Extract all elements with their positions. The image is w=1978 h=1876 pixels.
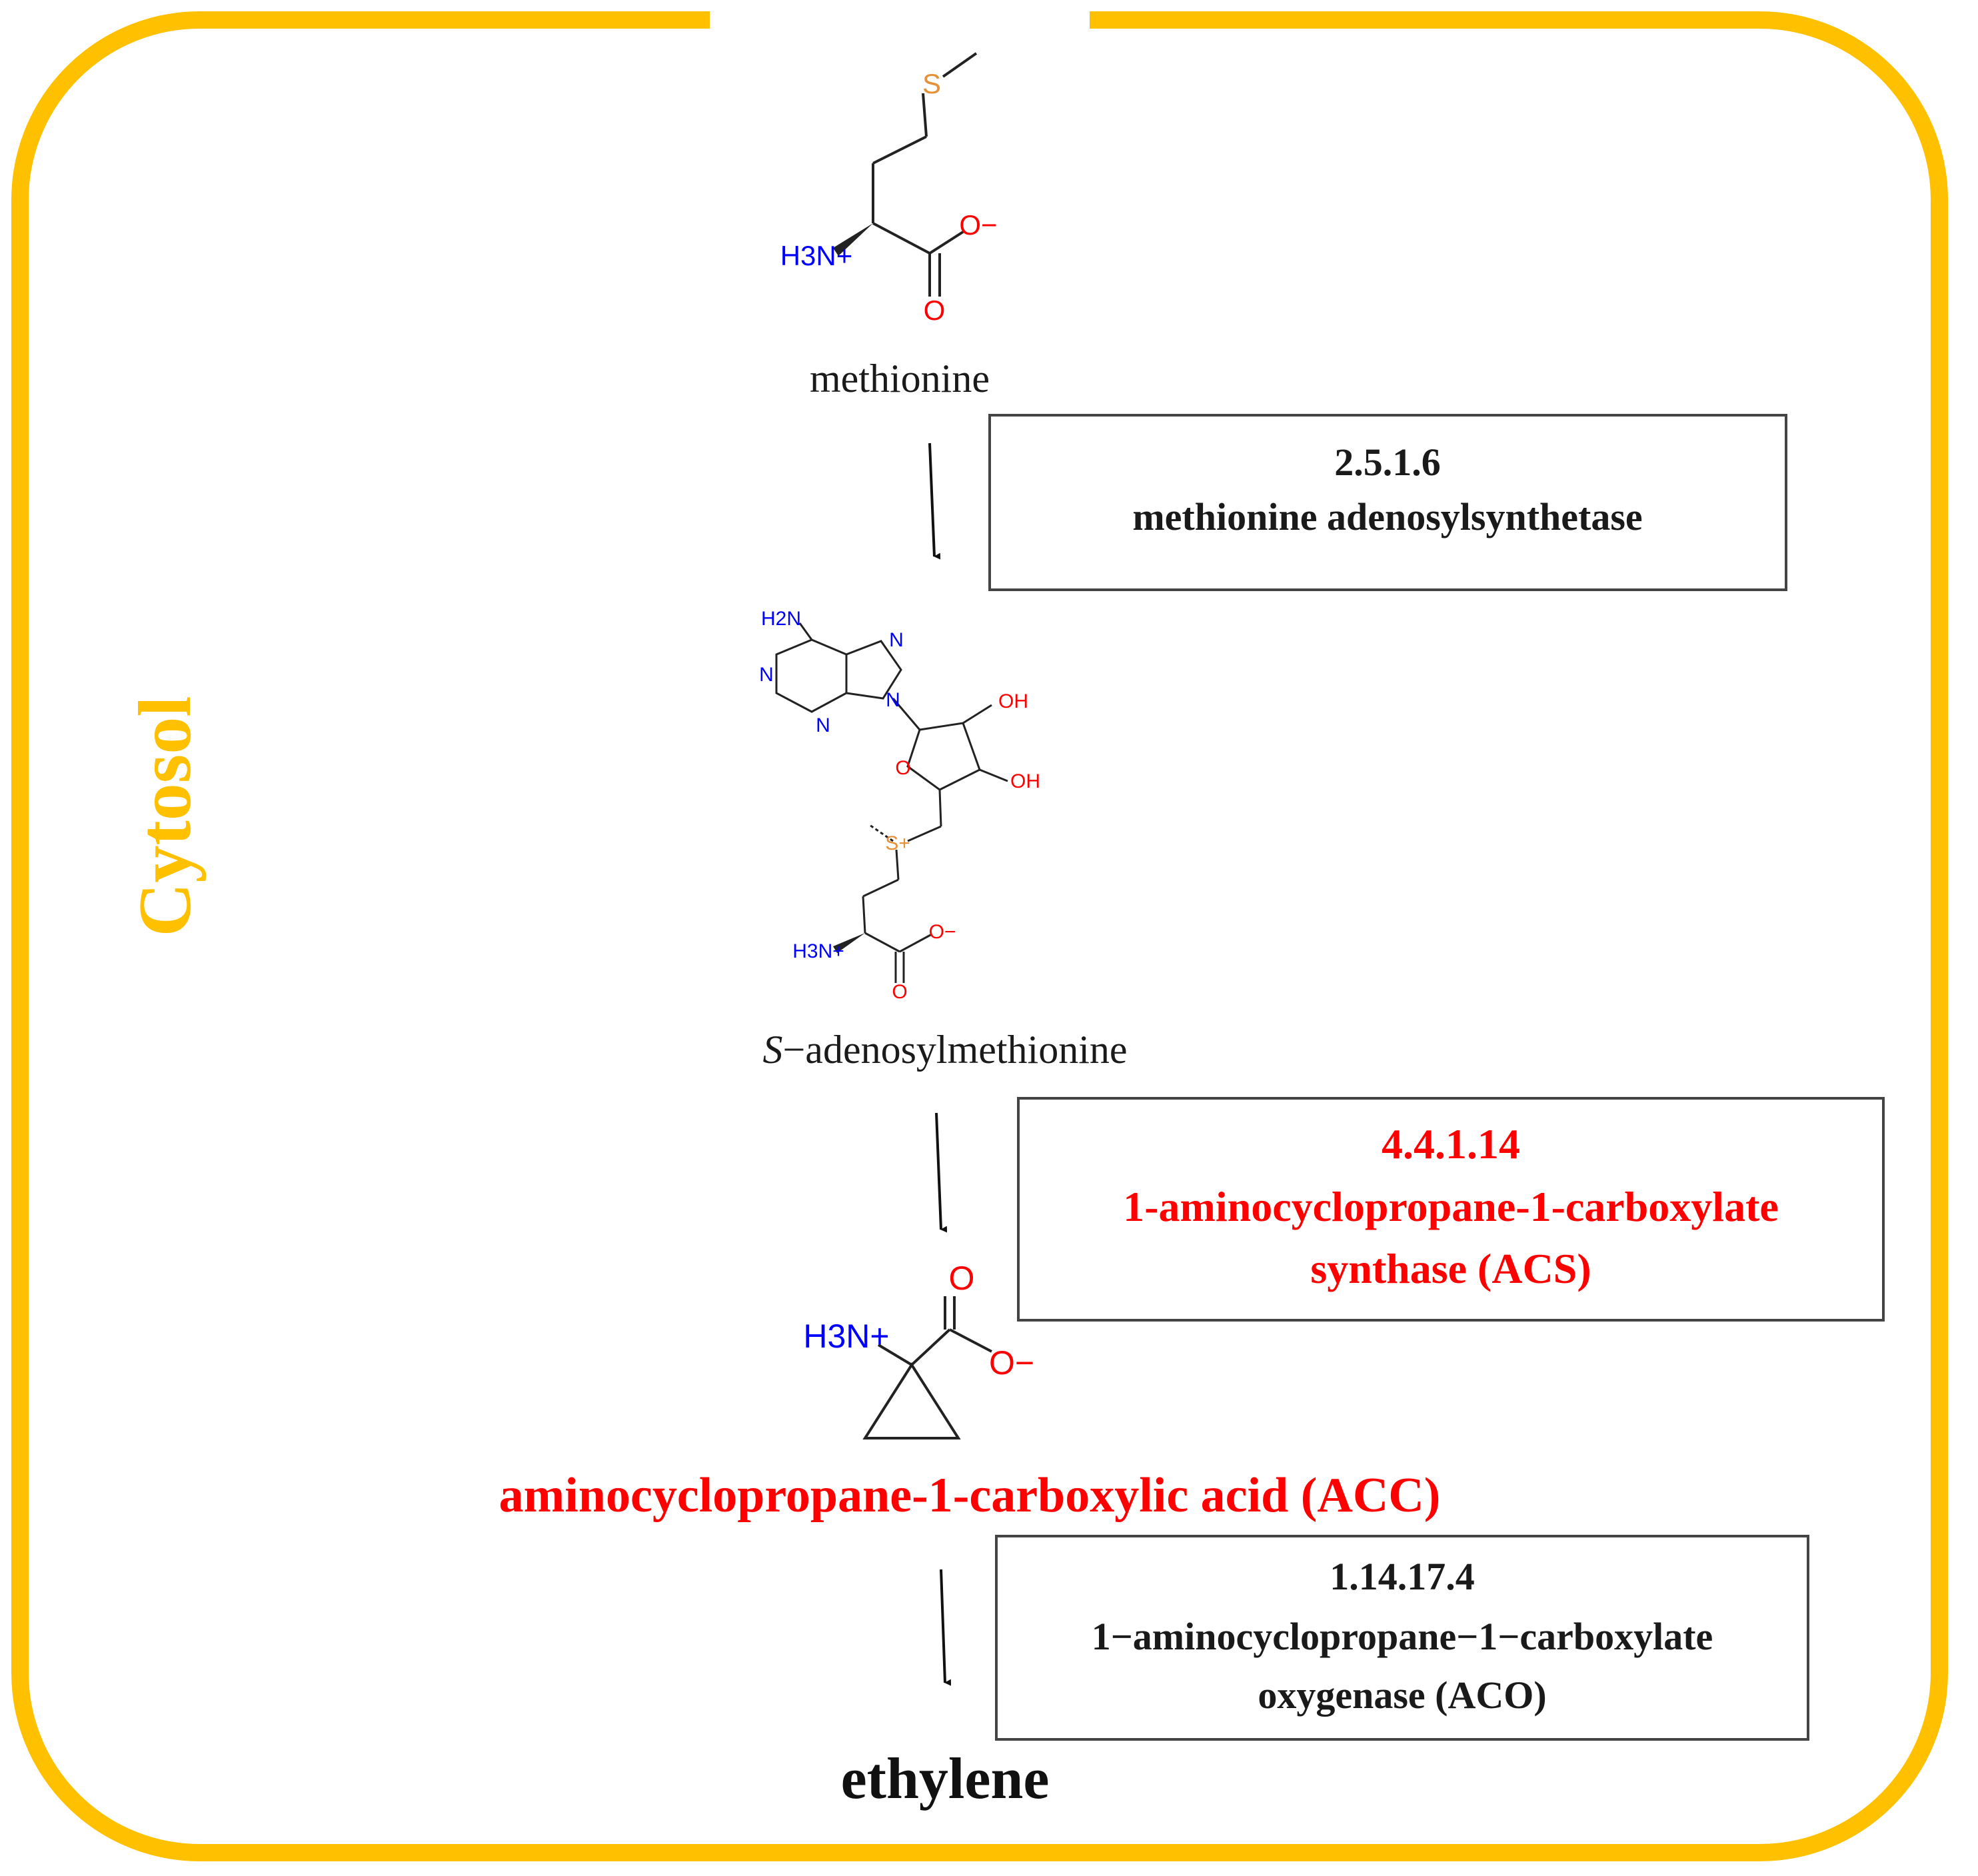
sam-ring-nitrogen-1: N — [759, 664, 774, 686]
acc-oxygen-atom: O — [949, 1260, 975, 1297]
ethylene-name: ethylene — [841, 1747, 1050, 1811]
reaction-arrow-2 — [935, 1112, 948, 1233]
reaction-arrow-1 — [928, 443, 941, 560]
enzyme-name-3-line-2: oxygenase (ACO) — [1258, 1673, 1546, 1717]
reaction-arrow-3 — [940, 1569, 952, 1686]
sam-ring-oxygen: O — [895, 757, 910, 779]
acc-structure — [862, 1296, 992, 1439]
methionine-oxide-atom: O− — [959, 209, 997, 241]
sam-amine-atom: H2N — [761, 608, 801, 630]
enzyme-box-1 — [988, 414, 1787, 591]
methionine-name: methionine — [810, 357, 990, 401]
acc-name: aminocyclopropane-1-carboxylic acid (ACC… — [499, 1468, 1441, 1523]
enzyme-ec-2: 4.4.1.14 — [1382, 1120, 1520, 1168]
compartment-border-gap — [710, 10, 1090, 31]
sam-ring-nitrogen-4: N — [886, 689, 900, 711]
methionine-ammonium-atom: H3N+ — [780, 240, 853, 271]
sam-hydroxyl-1: OH — [998, 690, 1028, 712]
sam-name: S−adenosylmethionine — [762, 1028, 1127, 1072]
methionine-oxygen-atom: O — [924, 295, 946, 326]
sam-ring-nitrogen-2: N — [816, 714, 830, 736]
methionine-sulfur-atom: S — [922, 68, 941, 99]
acc-ammonium-atom: H3N+ — [803, 1318, 889, 1355]
sam-ring-nitrogen-3: N — [889, 629, 904, 651]
sam-ammonium-atom: H3N+ — [792, 940, 844, 962]
sam-oxygen-atom: O — [892, 981, 907, 1003]
sam-name-rest: −adenosylmethionine — [782, 1028, 1127, 1072]
sam-name-prefix: S — [762, 1028, 782, 1072]
enzyme-name-3-line-1: 1−aminocyclopropane−1−carboxylate — [1092, 1615, 1713, 1658]
cytosol-label: Cytosol — [124, 696, 207, 937]
enzyme-ec-3: 1.14.17.4 — [1330, 1555, 1475, 1598]
acc-oxide-atom: O− — [989, 1344, 1034, 1382]
sam-structure — [775, 622, 1008, 983]
enzyme-box-2 — [1017, 1097, 1885, 1322]
sam-wedge-bond — [833, 933, 865, 953]
enzyme-name-1: methionine adenosylsynthetase — [1132, 495, 1642, 538]
enzyme-ec-1: 2.5.1.6 — [1334, 441, 1441, 484]
enzyme-name-2-line-1: 1-aminocyclopropane-1-carboxylate — [1123, 1183, 1779, 1230]
sam-sulfonium-atom: S+ — [885, 832, 910, 854]
sam-oxide-atom: O− — [929, 921, 956, 943]
enzyme-name-2-line-2: synthase (ACS) — [1310, 1245, 1591, 1292]
enzyme-box-3 — [995, 1535, 1809, 1741]
sam-hydroxyl-2: OH — [1010, 770, 1040, 792]
methionine-structure — [833, 52, 978, 297]
